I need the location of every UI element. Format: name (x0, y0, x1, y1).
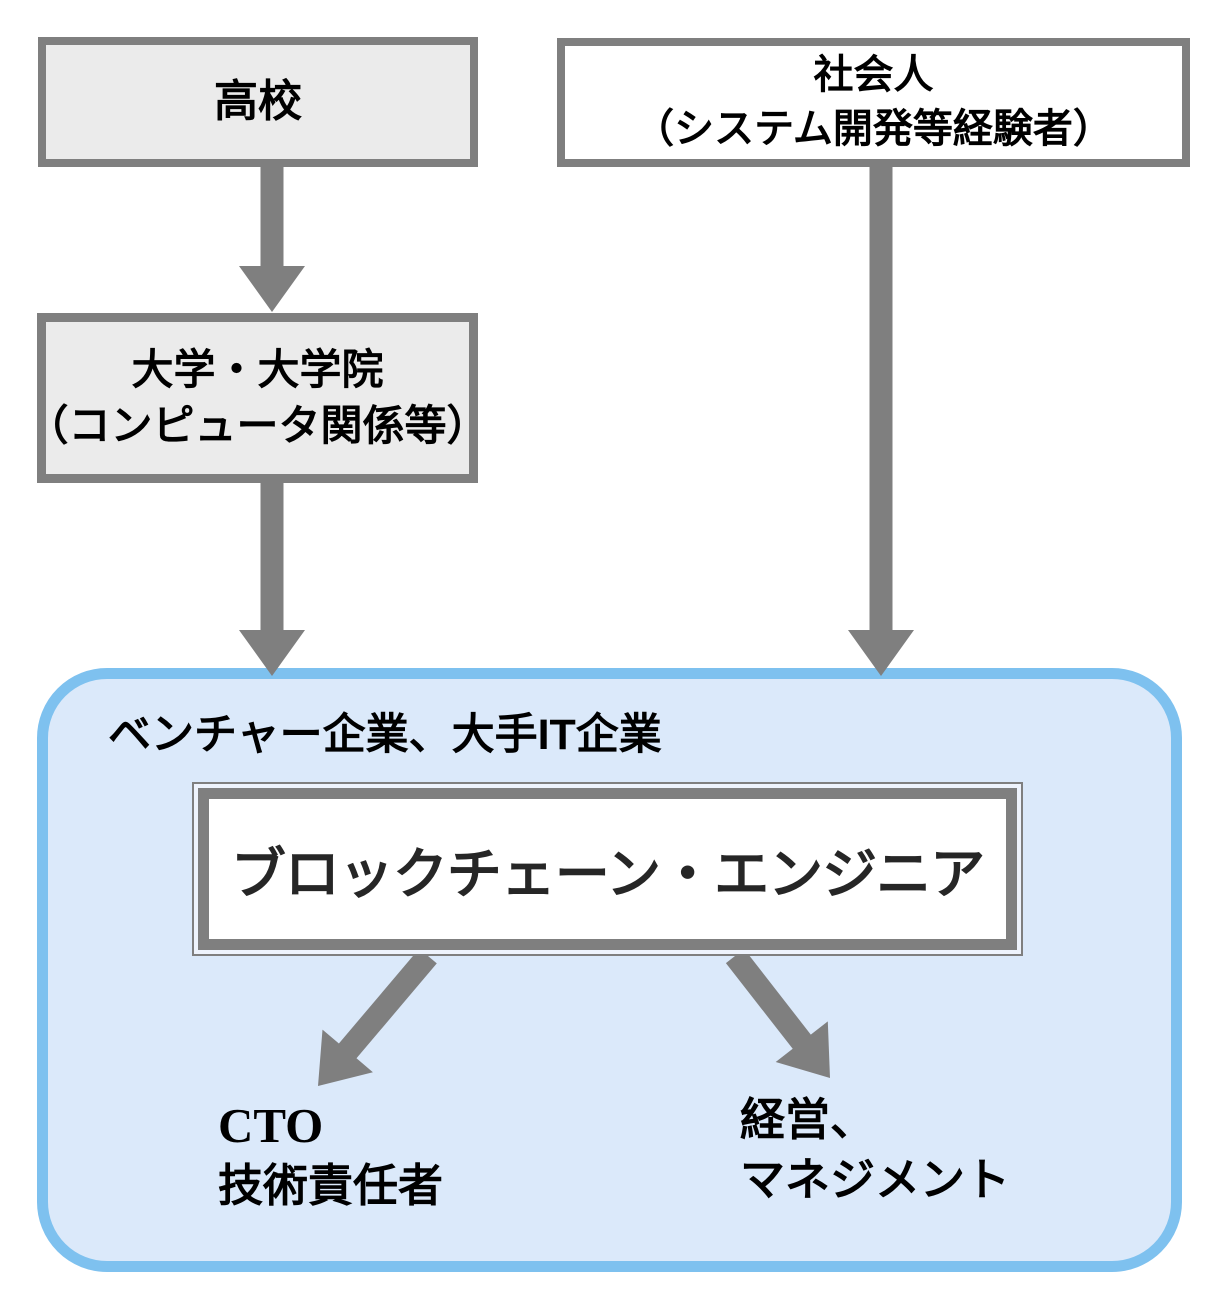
outcome-management-line1: 経営、 (740, 1094, 876, 1145)
node-working-adult: 社会人 （システム開発等経験者） (557, 38, 1190, 167)
outcome-management: 経営、 マネジメント (740, 1090, 1010, 1210)
node-high-school-label: 高校 (214, 76, 302, 126)
arrow-university-to-company (239, 481, 305, 676)
node-working-adult-label-line2: （システム開発等経験者） (634, 106, 1113, 151)
node-university-label-line1: 大学・大学院 (131, 345, 384, 393)
arrow-adult-to-company (848, 165, 914, 676)
node-blockchain-engineer-label: ブロックチェーン・エンジニア (198, 788, 1017, 950)
node-blockchain-engineer: ブロックチェーン・エンジニア (192, 782, 1023, 956)
node-high-school: 高校 (38, 37, 478, 167)
outcome-management-line2: マネジメント (740, 1154, 1011, 1205)
outcome-cto-line1: CTO (218, 1098, 324, 1153)
node-university-label-line2: （コンピュータ関係等） (26, 402, 489, 449)
node-working-adult-label-line1: 社会人 (813, 52, 934, 97)
company-group-label: ベンチャー企業、大手IT企業 (108, 711, 662, 759)
outcome-cto-line2: 技術責任者 (218, 1160, 444, 1211)
arrow-high-school-to-university (239, 162, 305, 312)
company-group-container (37, 668, 1182, 1272)
node-university: 大学・大学院 （コンピュータ関係等） (27, 313, 489, 483)
outcome-cto: CTO 技術責任者 (218, 1096, 443, 1216)
